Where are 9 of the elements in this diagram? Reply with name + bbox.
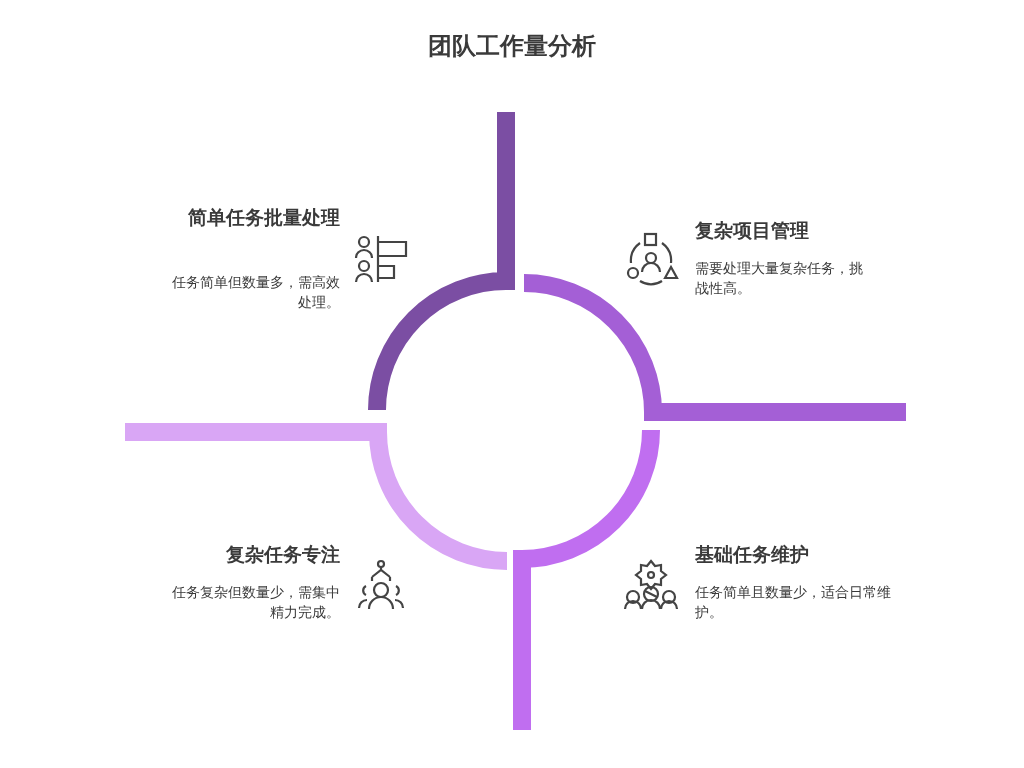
diagram-title: 团队工作量分析 <box>427 31 597 62</box>
quadrant-heading: 复杂项目管理 <box>695 218 810 243</box>
quadrant-heading: 简单任务批量处理 <box>187 205 340 230</box>
quadrant-description: 任务简单但数量多，需高效处理。 <box>171 273 340 313</box>
quadrant-heading: 基础任务维护 <box>695 542 810 567</box>
quadrant-heading: 复杂任务专注 <box>225 542 340 567</box>
quadrant-description: 任务复杂但数量少，需集中精力完成。 <box>171 583 340 623</box>
quadrant-description: 需要处理大量复杂任务，挑战性高。 <box>695 259 864 299</box>
quadrant-description: 任务简单且数量少，适合日常维护。 <box>695 583 892 623</box>
